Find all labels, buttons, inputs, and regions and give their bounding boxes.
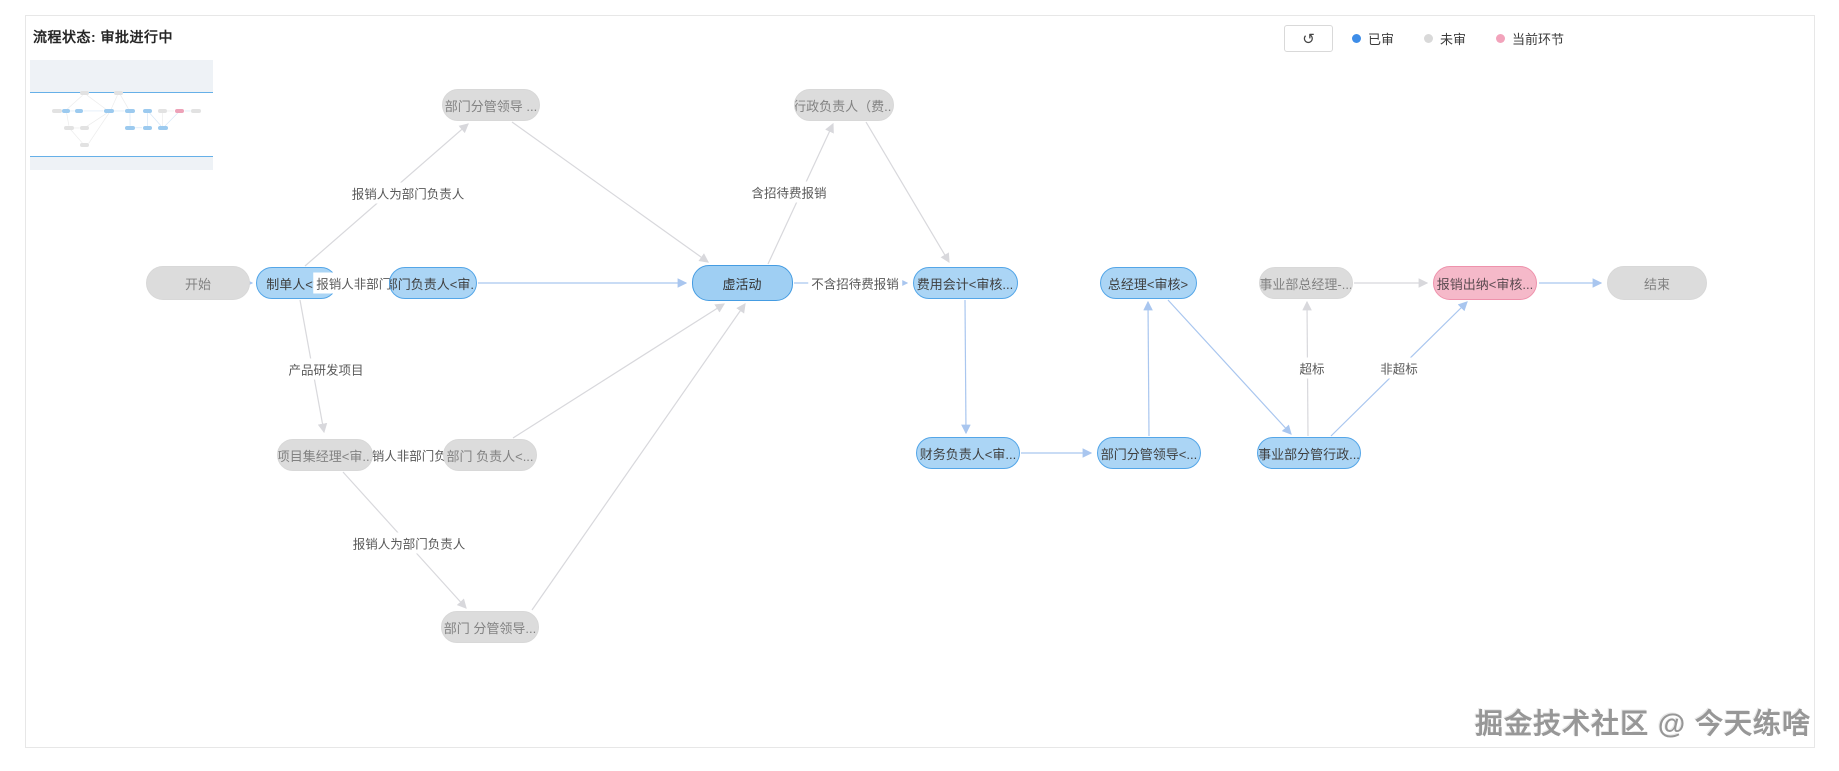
minimap-node-maker — [62, 108, 71, 113]
legend: 已审 未审 当前环节 — [1352, 25, 1564, 52]
flow-node-start[interactable]: 开始 — [146, 266, 250, 300]
minimap-node-dept-head-2 — [80, 125, 90, 130]
legend-dot-icon — [1424, 34, 1434, 43]
flow-node-dept-leader-top[interactable]: 部门分管领导 ... — [442, 89, 540, 121]
legend-dot-icon — [1352, 34, 1361, 43]
edge-label: 不含招待费报销 — [808, 272, 902, 294]
minimap-node-expense-accountant — [124, 108, 135, 113]
flow-edge-admin-head-to-expense-accountant — [865, 121, 950, 264]
flow-node-general-manager[interactable]: 总经理<审核> — [1099, 267, 1197, 299]
flow-node-end[interactable]: 结束 — [1607, 266, 1707, 300]
flow-panel — [25, 15, 1815, 748]
flow-edge-general-manager-to-bu-admin-leader — [1167, 299, 1292, 435]
legend-item: 已审 — [1352, 29, 1394, 48]
reset-view-button[interactable]: ↺ — [1284, 25, 1333, 52]
minimap-node-virtual-activity — [103, 108, 114, 113]
minimap-node-cashier — [174, 108, 185, 113]
legend-label: 未审 — [1440, 32, 1467, 47]
minimap-node-dept-leader-bottom — [80, 142, 90, 147]
minimap-node-dept-head — [75, 108, 84, 113]
minimap-node-dept-leader-top — [80, 91, 90, 96]
reset-icon: ↺ — [1302, 30, 1315, 48]
flow-node-project-group-manager[interactable]: 项目集经理<审... — [277, 439, 373, 471]
minimap-node-general-manager — [142, 108, 153, 113]
flow-node-cashier[interactable]: 报销出纳<审核... — [1433, 266, 1537, 300]
minimap[interactable] — [30, 60, 213, 170]
legend-dot-icon — [1496, 34, 1506, 43]
minimap-node-dept-leader-2 — [142, 125, 153, 130]
flow-node-dept-leader-2[interactable]: 部门分管领导<... — [1097, 437, 1201, 469]
minimap-edges — [61, 94, 191, 144]
flow-edge-dept-leader-bottom-to-virtual-activity — [531, 303, 746, 611]
minimap-node-finance-head — [125, 125, 136, 130]
flow-node-bu-general-manager[interactable]: 事业部总经理-... — [1259, 267, 1353, 299]
edge-label: 产品研发项目 — [285, 358, 367, 380]
edge-label: 报销人非部门负 — [356, 444, 450, 466]
legend-label: 当前环节 — [1512, 32, 1565, 47]
flow-node-dept-head-2[interactable]: 部门 负责人<... — [443, 439, 537, 471]
legend-label: 已审 — [1368, 32, 1395, 47]
minimap-node-start — [51, 108, 62, 113]
minimap-node-bu-admin-leader — [157, 125, 168, 130]
flow-node-virtual-activity[interactable]: 虚活动 — [691, 265, 793, 301]
flow-edge-expense-accountant-to-finance-head — [961, 299, 971, 435]
minimap-node-end — [191, 108, 201, 113]
minimap-overflow-top — [30, 60, 213, 93]
edge-label: 含招待费报销 — [748, 181, 830, 203]
edge-label: 非超标 — [1377, 357, 1421, 379]
edge-label: 报销人为部门负责人 — [348, 182, 468, 204]
minimap-node-admin-head — [113, 91, 124, 96]
process-status-title: 流程状态: 审批进行中 — [33, 29, 174, 45]
flow-edge-dept-head-2-to-virtual-activity — [512, 303, 726, 439]
edge-label: 报销人为部门负责人 — [349, 532, 469, 554]
flow-node-bu-admin-leader[interactable]: 事业部分管行政... — [1257, 437, 1361, 469]
legend-item: 当前环节 — [1496, 29, 1564, 48]
minimap-overflow-bottom — [30, 156, 213, 170]
watermark: 掘金技术社区 @ 今天练啥 — [1475, 708, 1811, 739]
minimap-node-bu-general-manager — [157, 108, 167, 113]
minimap-node-project-group-manager — [64, 125, 74, 130]
legend-item: 未审 — [1424, 29, 1466, 48]
flow-node-dept-head[interactable]: 部门负责人<审... — [389, 267, 477, 299]
flow-edge-dept-leader-2-to-general-manager — [1143, 300, 1153, 437]
flow-node-dept-leader-bottom[interactable]: 部门 分管领导... — [441, 611, 539, 643]
edge-label: 超标 — [1296, 357, 1328, 379]
flow-node-expense-accountant[interactable]: 费用会计<审核... — [912, 267, 1018, 299]
flow-node-finance-head[interactable]: 财务负责人<审... — [916, 437, 1020, 469]
flow-node-admin-head[interactable]: 行政负责人（费... — [794, 89, 894, 121]
flow-edge-dept-leader-top-to-virtual-activity — [511, 121, 709, 263]
